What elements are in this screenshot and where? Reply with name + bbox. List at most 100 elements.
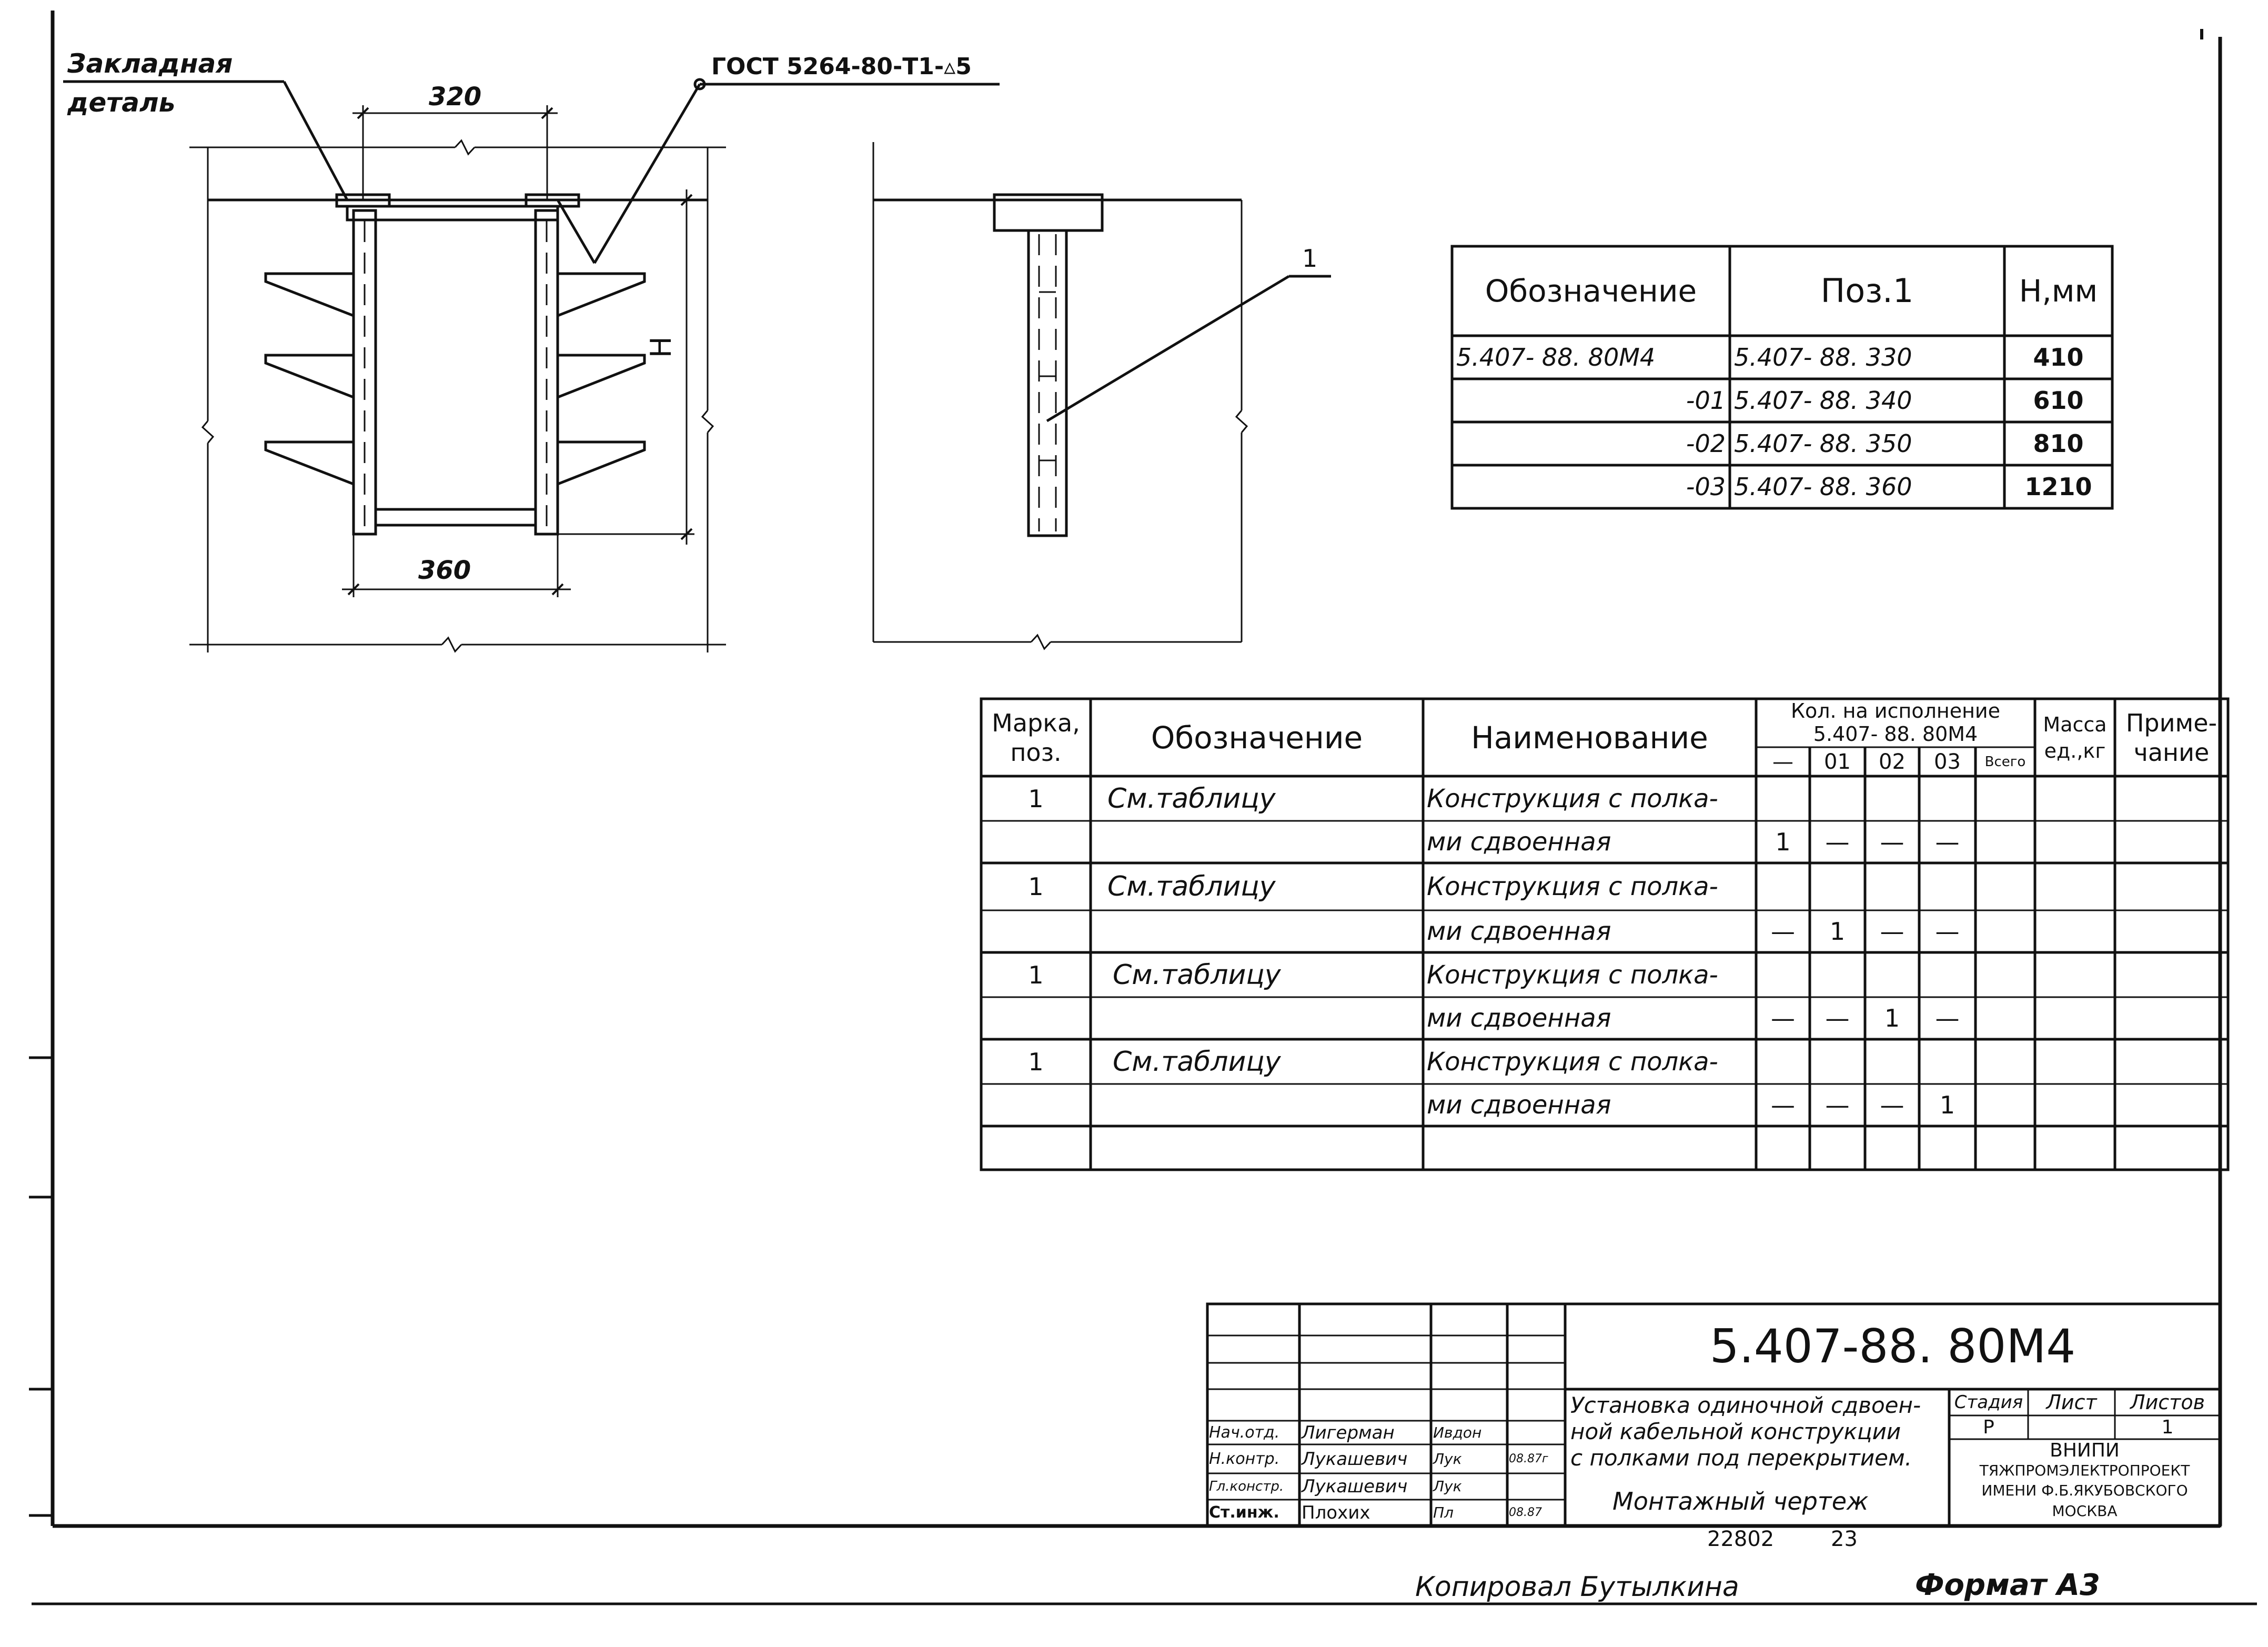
spec-header-mass: Масса ед.,кг — [2043, 713, 2107, 762]
signature-sign: Пл — [1433, 1504, 1454, 1521]
spec-row-q: — — [1935, 828, 1960, 856]
spec-row-mark: 1 — [1028, 872, 1044, 901]
spec-row-q: — — [1825, 1091, 1850, 1119]
spec-row-name: ми сдвоенная — [1427, 827, 1611, 857]
signature-name: Лукашевич — [1302, 1448, 1408, 1470]
variant-row-h: 610 — [2033, 386, 2084, 415]
variant-row-h: 810 — [2033, 429, 2084, 458]
spec-row-mark: 1 — [1028, 1047, 1044, 1076]
signature-sign: Лук — [1433, 1450, 1462, 1468]
variant-row-designation: -03 — [1686, 473, 1726, 501]
sheets-label: Листов — [2130, 1391, 2205, 1414]
sheet-label: Лист — [2046, 1391, 2097, 1414]
sheet-format: Формат А3 — [1915, 1568, 2100, 1602]
spec-row-q: — — [1880, 1091, 1904, 1119]
spec-row-designation: См.таблицу — [1107, 871, 1276, 902]
stage-label: Стадия — [1954, 1392, 2023, 1413]
variant-row-h: 1210 — [2024, 473, 2092, 501]
org-line-1: ВНИПИ — [2050, 1440, 2120, 1461]
title-line-3: с полками под перекрытием. — [1570, 1445, 1912, 1471]
spec-row-designation: См.таблицу — [1107, 782, 1276, 815]
variant-row-designation: -02 — [1686, 429, 1726, 458]
archive-number: 22802 — [1707, 1527, 1775, 1551]
weld-note: ГОСТ 5264-80-Т1-▵5 — [711, 53, 972, 80]
spec-row-designation: См.таблицу — [1113, 959, 1281, 991]
spec-row-q: — — [1771, 1091, 1795, 1119]
signature-name: Плохих — [1302, 1502, 1370, 1523]
signature-sign: Ивдон — [1433, 1423, 1482, 1441]
spec-row-name: Конструкция с полка- — [1427, 960, 1718, 990]
drawing-subtitle: Монтажный чертеж — [1612, 1487, 1869, 1515]
variant-header-h: H,мм — [2019, 273, 2098, 309]
org-line-2: ТЯЖПРОМЭЛЕКТРОПРОЕКТ — [1979, 1462, 2190, 1479]
signature-date — [1509, 1473, 1564, 1500]
spec-row-q: 1 — [1939, 1091, 1955, 1119]
spec-header-designation: Обозначение — [1151, 719, 1363, 756]
spec-header-q-base: — — [1772, 749, 1793, 774]
org-line-3: ИМЕНИ Ф.Б.ЯКУБОВСКОГО — [1981, 1482, 2188, 1499]
spec-row-designation: См.таблицу — [1113, 1046, 1281, 1078]
spec-row-q: — — [1825, 1004, 1850, 1032]
title-line-1: Установка одиночной сдвоен- — [1570, 1392, 1921, 1418]
variant-row-h: 410 — [2033, 343, 2084, 371]
spec-row-name: ми сдвоенная — [1427, 1090, 1611, 1120]
variant-row-pos1: 5.407- 88. 330 — [1734, 343, 1912, 371]
spec-row-mark: 1 — [1028, 784, 1044, 813]
spec-row-q: 1 — [1775, 828, 1791, 856]
spec-row-q: — — [1880, 917, 1904, 946]
spec-row-name: Конструкция с полка- — [1427, 872, 1718, 901]
spec-header-name: Наименование — [1471, 719, 1708, 756]
embed-part-label-line1: Закладная — [67, 48, 233, 79]
signature-sign: Лук — [1433, 1478, 1462, 1495]
spec-row-name: Конструкция с полка- — [1427, 784, 1718, 814]
variant-row-designation: 5.407- 88. 80М4 — [1456, 343, 1656, 371]
variant-row-pos1: 5.407- 88. 340 — [1734, 386, 1912, 415]
signature-role: Нач.отд. — [1209, 1423, 1280, 1442]
spec-header-q02: 02 — [1879, 749, 1906, 774]
spec-header-q01: 01 — [1824, 749, 1851, 774]
signature-name: Лукашевич — [1302, 1476, 1408, 1497]
dimension-H: H — [644, 336, 678, 358]
embed-part-label-line2: деталь — [67, 87, 176, 118]
spec-row-mark: 1 — [1028, 960, 1044, 989]
signature-date — [1509, 1421, 1564, 1444]
page-number: 23 — [1831, 1527, 1858, 1551]
spec-row-q: — — [1771, 917, 1795, 946]
spec-header-total: Всего — [1984, 754, 2026, 770]
spec-header-qty-sub: 5.407- 88. 80М4 — [1813, 722, 1978, 746]
spec-row-q: — — [1935, 917, 1960, 946]
spec-row-q: — — [1880, 828, 1904, 856]
variant-header-pos1: Поз.1 — [1820, 272, 1914, 310]
spec-row-q: — — [1825, 828, 1850, 856]
document-code: 5.407-88. 80М4 — [1709, 1319, 2076, 1373]
signature-role: Ст.инж. — [1209, 1503, 1279, 1522]
copied-by: Копировал Бутылкина — [1415, 1571, 1739, 1603]
spec-header-qty-group: Кол. на исполнение — [1791, 699, 2000, 722]
signature-date: 08.87г — [1509, 1452, 1548, 1465]
spec-row-q: 1 — [1829, 917, 1846, 946]
spec-row-name: ми сдвоенная — [1427, 1003, 1611, 1033]
signature-date: 08.87 — [1509, 1506, 1542, 1519]
spec-row-name: ми сдвоенная — [1427, 917, 1611, 946]
sheets-value: 1 — [2161, 1416, 2174, 1438]
dimension-320: 320 — [429, 82, 482, 112]
variant-header-designation: Обозначение — [1485, 273, 1697, 309]
spec-row-name: Конструкция с полка- — [1427, 1047, 1718, 1077]
variant-row-designation: -01 — [1686, 386, 1726, 415]
spec-row-q: — — [1935, 1004, 1960, 1032]
signature-role: Гл.констр. — [1209, 1479, 1284, 1494]
position-leader-label: 1 — [1302, 244, 1318, 273]
spec-header-q03: 03 — [1934, 749, 1961, 774]
variant-row-pos1: 5.407- 88. 350 — [1734, 429, 1912, 458]
signature-name: Лигерман — [1302, 1422, 1395, 1443]
title-line-2: ной кабельной конструкции — [1570, 1419, 1901, 1444]
spec-header-note: Приме- чание — [2125, 709, 2217, 767]
stage-value: Р — [1983, 1416, 1994, 1438]
variant-row-pos1: 5.407- 88. 360 — [1734, 473, 1912, 501]
spec-row-q: — — [1771, 1004, 1795, 1032]
dimension-360: 360 — [418, 556, 471, 585]
org-line-4: МОСКВА — [2052, 1502, 2118, 1520]
spec-row-q: 1 — [1884, 1004, 1900, 1032]
signature-role: Н.контр. — [1209, 1449, 1280, 1468]
